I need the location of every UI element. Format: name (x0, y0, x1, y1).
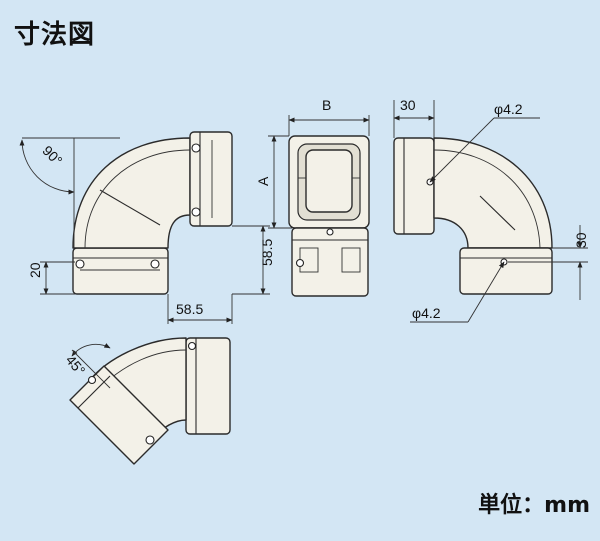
dim-30-top-label: 30 (400, 97, 416, 113)
dim-58-5-vertical-label: 58.5 (259, 239, 275, 266)
side-view: 30 φ4.2 30 φ4.2 (393, 97, 589, 323)
angle-90-label: 90° (39, 142, 65, 168)
dim-20-label: 20 (27, 262, 43, 278)
dim-b-label: B (322, 97, 331, 113)
dim-a-label: A (255, 176, 271, 186)
elbow-90-view: 90° 20 58.5 58.5 (19, 131, 275, 324)
phi-top-label: φ4.2 (494, 101, 523, 117)
elbow-45-view: 45° (63, 337, 231, 465)
unit-label: 単位：mm (478, 493, 590, 518)
dim-58-5-horizontal-label: 58.5 (176, 301, 203, 317)
phi-bottom-label: φ4.2 (412, 305, 441, 321)
front-view: B A (255, 97, 370, 297)
angle-45-label: 45° (63, 352, 89, 379)
dim-30-side-label: 30 (573, 232, 589, 248)
page-title: 寸法図 (14, 20, 96, 50)
